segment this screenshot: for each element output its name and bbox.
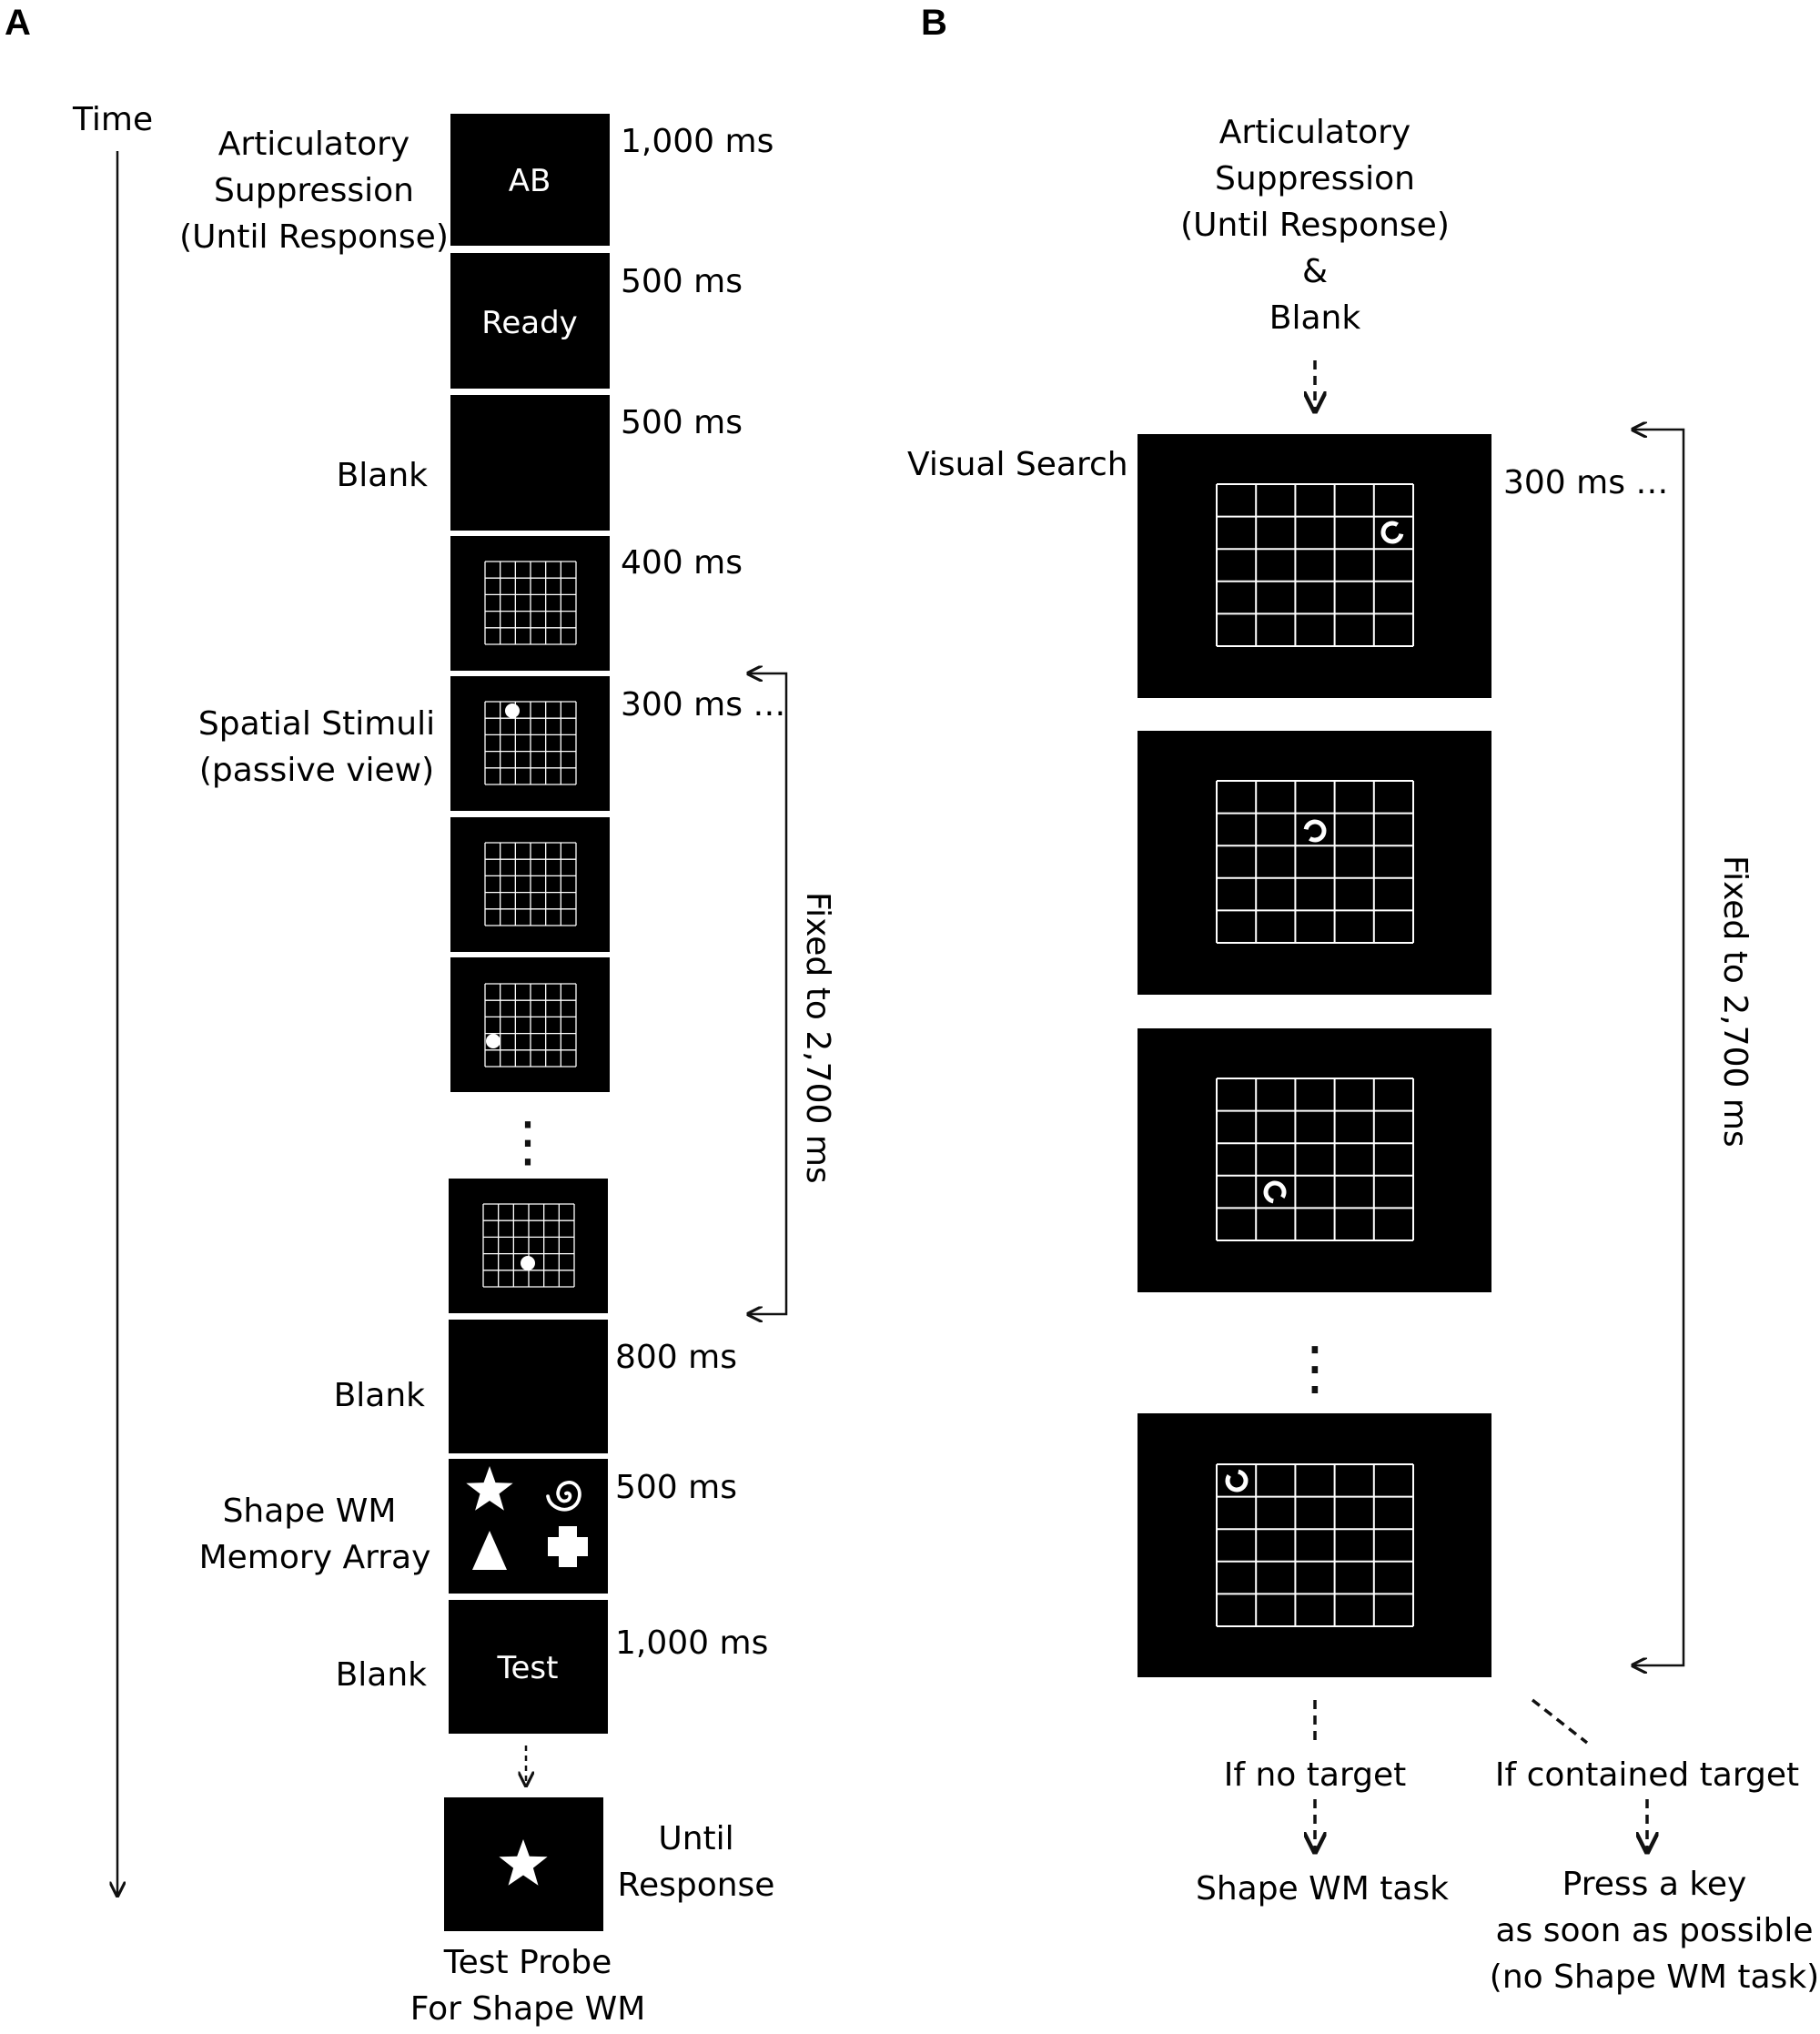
label-until: Until [658, 1820, 733, 1857]
label-test-probe-1: Test Probe [443, 1944, 612, 1981]
label-blank-1: Blank [337, 457, 429, 494]
star-icon [499, 1839, 548, 1886]
screen-blank-1 [450, 395, 610, 531]
timing-1: 1,000 ms [621, 123, 774, 160]
label-test-probe-2: For Shape WM [410, 1990, 646, 2028]
ellipsis-a: ⋮ [500, 1110, 555, 1174]
timing-3: 500 ms [621, 404, 743, 441]
spatial-dot [486, 1034, 500, 1048]
screen-memory-array [449, 1459, 608, 1594]
bracket-b [1633, 430, 1685, 1665]
b-top-label-3: (Until Response) [1180, 207, 1450, 244]
label-spatial-2: (passive view) [199, 752, 434, 789]
b-timing: 300 ms … [1503, 464, 1668, 501]
timing-5: 300 ms … [621, 686, 785, 724]
screen-test [449, 1600, 608, 1734]
star-icon [466, 1466, 513, 1511]
screen-ready [450, 253, 610, 389]
b-top-label-1: Articulatory [1219, 114, 1410, 151]
panel-a-letter: A [5, 3, 31, 43]
small-grid [484, 842, 577, 926]
timing-6: 800 ms [615, 1339, 737, 1376]
vs-screen-2 [1138, 731, 1491, 995]
large-grid [1216, 483, 1414, 647]
vs-screen-last [1138, 1413, 1491, 1677]
time-label: Time [72, 101, 153, 138]
panel-b-letter: B [921, 3, 947, 43]
screen-ab [450, 114, 610, 246]
large-grid [1216, 1463, 1414, 1627]
bracket-a-label: Fixed to 2,700 ms [799, 892, 836, 1184]
timing-8: 1,000 ms [615, 1624, 768, 1662]
label-blank-2: Blank [334, 1377, 426, 1414]
if-no-target-label: If no target [1224, 1756, 1406, 1794]
timing-4: 400 ms [621, 544, 743, 582]
press-key-1: Press a key [1562, 1866, 1747, 1903]
dashed-line [1531, 1698, 1589, 1745]
screen-ab-text: AB [509, 163, 551, 199]
label-articulatory-2: Suppression [214, 172, 414, 209]
b-top-label-4: & [1302, 253, 1328, 290]
triangle-icon [472, 1531, 507, 1570]
timing-7: 500 ms [615, 1469, 737, 1506]
b-top-label-2: Suppression [1215, 160, 1415, 197]
label-shape-wm-2: Memory Array [199, 1539, 431, 1576]
cross-icon [548, 1526, 588, 1567]
spatial-dot [521, 1256, 535, 1270]
landolt-c-icon [1380, 521, 1404, 544]
timing-2: 500 ms [621, 263, 743, 300]
press-key-2: as soon as possible [1496, 1912, 1814, 1949]
screen-blank-2 [449, 1320, 608, 1453]
small-grid [484, 983, 577, 1068]
large-grid [1216, 780, 1414, 944]
small-grid [484, 701, 577, 785]
shape-wm-task-label: Shape WM task [1196, 1870, 1449, 1908]
screen-test-text: Test [497, 1650, 559, 1686]
visual-search-label: Visual Search [907, 446, 1128, 483]
b-top-label-5: Blank [1269, 299, 1361, 337]
large-grid [1216, 1078, 1414, 1241]
spatial-dot [505, 703, 520, 718]
small-grid [484, 561, 577, 645]
label-shape-wm-1: Shape WM [223, 1493, 397, 1530]
small-grid [482, 1203, 575, 1288]
if-contained-label: If contained target [1495, 1756, 1799, 1794]
bracket-a [748, 673, 788, 1314]
label-blank-3: Blank [336, 1656, 428, 1694]
vs-screen-1 [1138, 434, 1491, 698]
label-articulatory-1: Articulatory [218, 126, 410, 163]
screen-ready-text: Ready [481, 305, 578, 341]
ellipsis-b: ⋮ [1286, 1335, 1344, 1402]
landolt-c-icon [1225, 1469, 1249, 1493]
vs-screen-3 [1138, 1028, 1491, 1292]
press-key-3: (no Shape WM task) [1490, 1958, 1819, 1996]
label-spatial-1: Spatial Stimuli [198, 705, 435, 743]
label-response: Response [618, 1867, 775, 1904]
label-articulatory-3: (Until Response) [179, 218, 449, 256]
landolt-c-icon [1263, 1180, 1287, 1204]
bracket-b-label: Fixed to 2,700 ms [1716, 855, 1754, 1148]
landolt-c-icon [1303, 819, 1327, 843]
